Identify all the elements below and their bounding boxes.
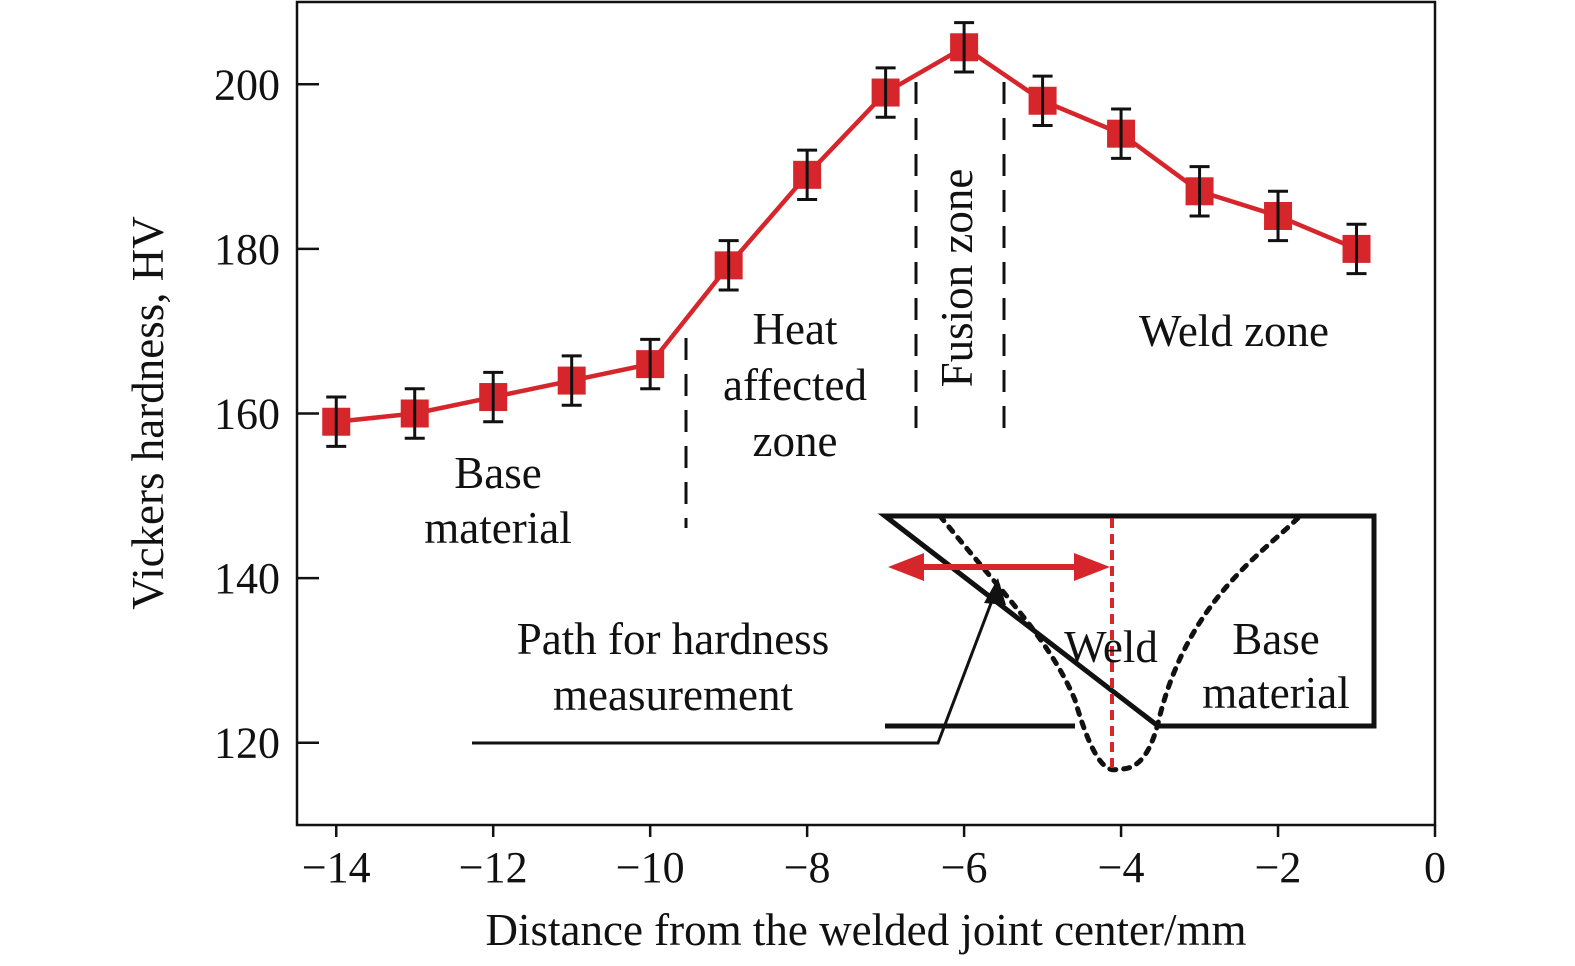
y-tick-label: 200 — [214, 60, 280, 109]
path-leader-line — [472, 589, 998, 745]
inset-weld-profile — [937, 513, 1301, 773]
x-tick-label: −14 — [302, 843, 371, 892]
x-tick-label: 0 — [1424, 843, 1446, 892]
x-tick-label: −2 — [1255, 843, 1302, 892]
x-tick-label: −4 — [1098, 843, 1145, 892]
inset-label-weld: Weld — [1064, 622, 1158, 672]
inset-arrowhead-left — [888, 553, 924, 581]
path-leader-arrowhead — [984, 578, 1006, 605]
inset-label-base-line1: Base — [1232, 614, 1319, 664]
y-tick-label: 160 — [214, 390, 280, 439]
y-axis-tick-labels: 120 140 160 180 200 — [214, 60, 280, 767]
series-layer — [322, 21, 1371, 448]
inset-arrowhead-right — [1074, 553, 1110, 581]
x-tick-label: −6 — [941, 843, 988, 892]
label-weld-zone: Weld zone — [1139, 306, 1329, 356]
inset-frame — [877, 513, 1377, 729]
x-axis-title: Distance from the welded joint center/mm — [485, 905, 1246, 955]
label-haz-line1: Heat — [753, 304, 838, 354]
y-axis-title: Vickers hardness, HV — [123, 216, 173, 609]
label-path-line1: Path for hardness — [517, 614, 829, 664]
label-path-line2: measurement — [553, 670, 793, 720]
label-base-material-line1: Base — [454, 448, 541, 498]
label-base-material-line2: material — [424, 503, 571, 553]
y-tick-label: 140 — [214, 554, 280, 603]
x-axis-ticks — [334, 825, 1437, 837]
y-tick-label: 120 — [214, 719, 280, 768]
inset-label-base-line2: material — [1202, 668, 1349, 718]
label-haz-line3: zone — [753, 416, 838, 466]
x-tick-label: −10 — [616, 843, 685, 892]
y-tick-label: 180 — [214, 225, 280, 274]
x-axis-tick-labels: −14 −12 −10 −8 −6 −4 −2 0 — [302, 843, 1446, 892]
y-axis-ticks — [297, 83, 319, 744]
inset-schematic: Weld Base material — [877, 513, 1377, 773]
label-haz-line2: affected — [723, 360, 867, 410]
x-tick-label: −12 — [459, 843, 528, 892]
label-fusion-zone: Fusion zone — [932, 169, 982, 388]
x-tick-label: −8 — [784, 843, 831, 892]
